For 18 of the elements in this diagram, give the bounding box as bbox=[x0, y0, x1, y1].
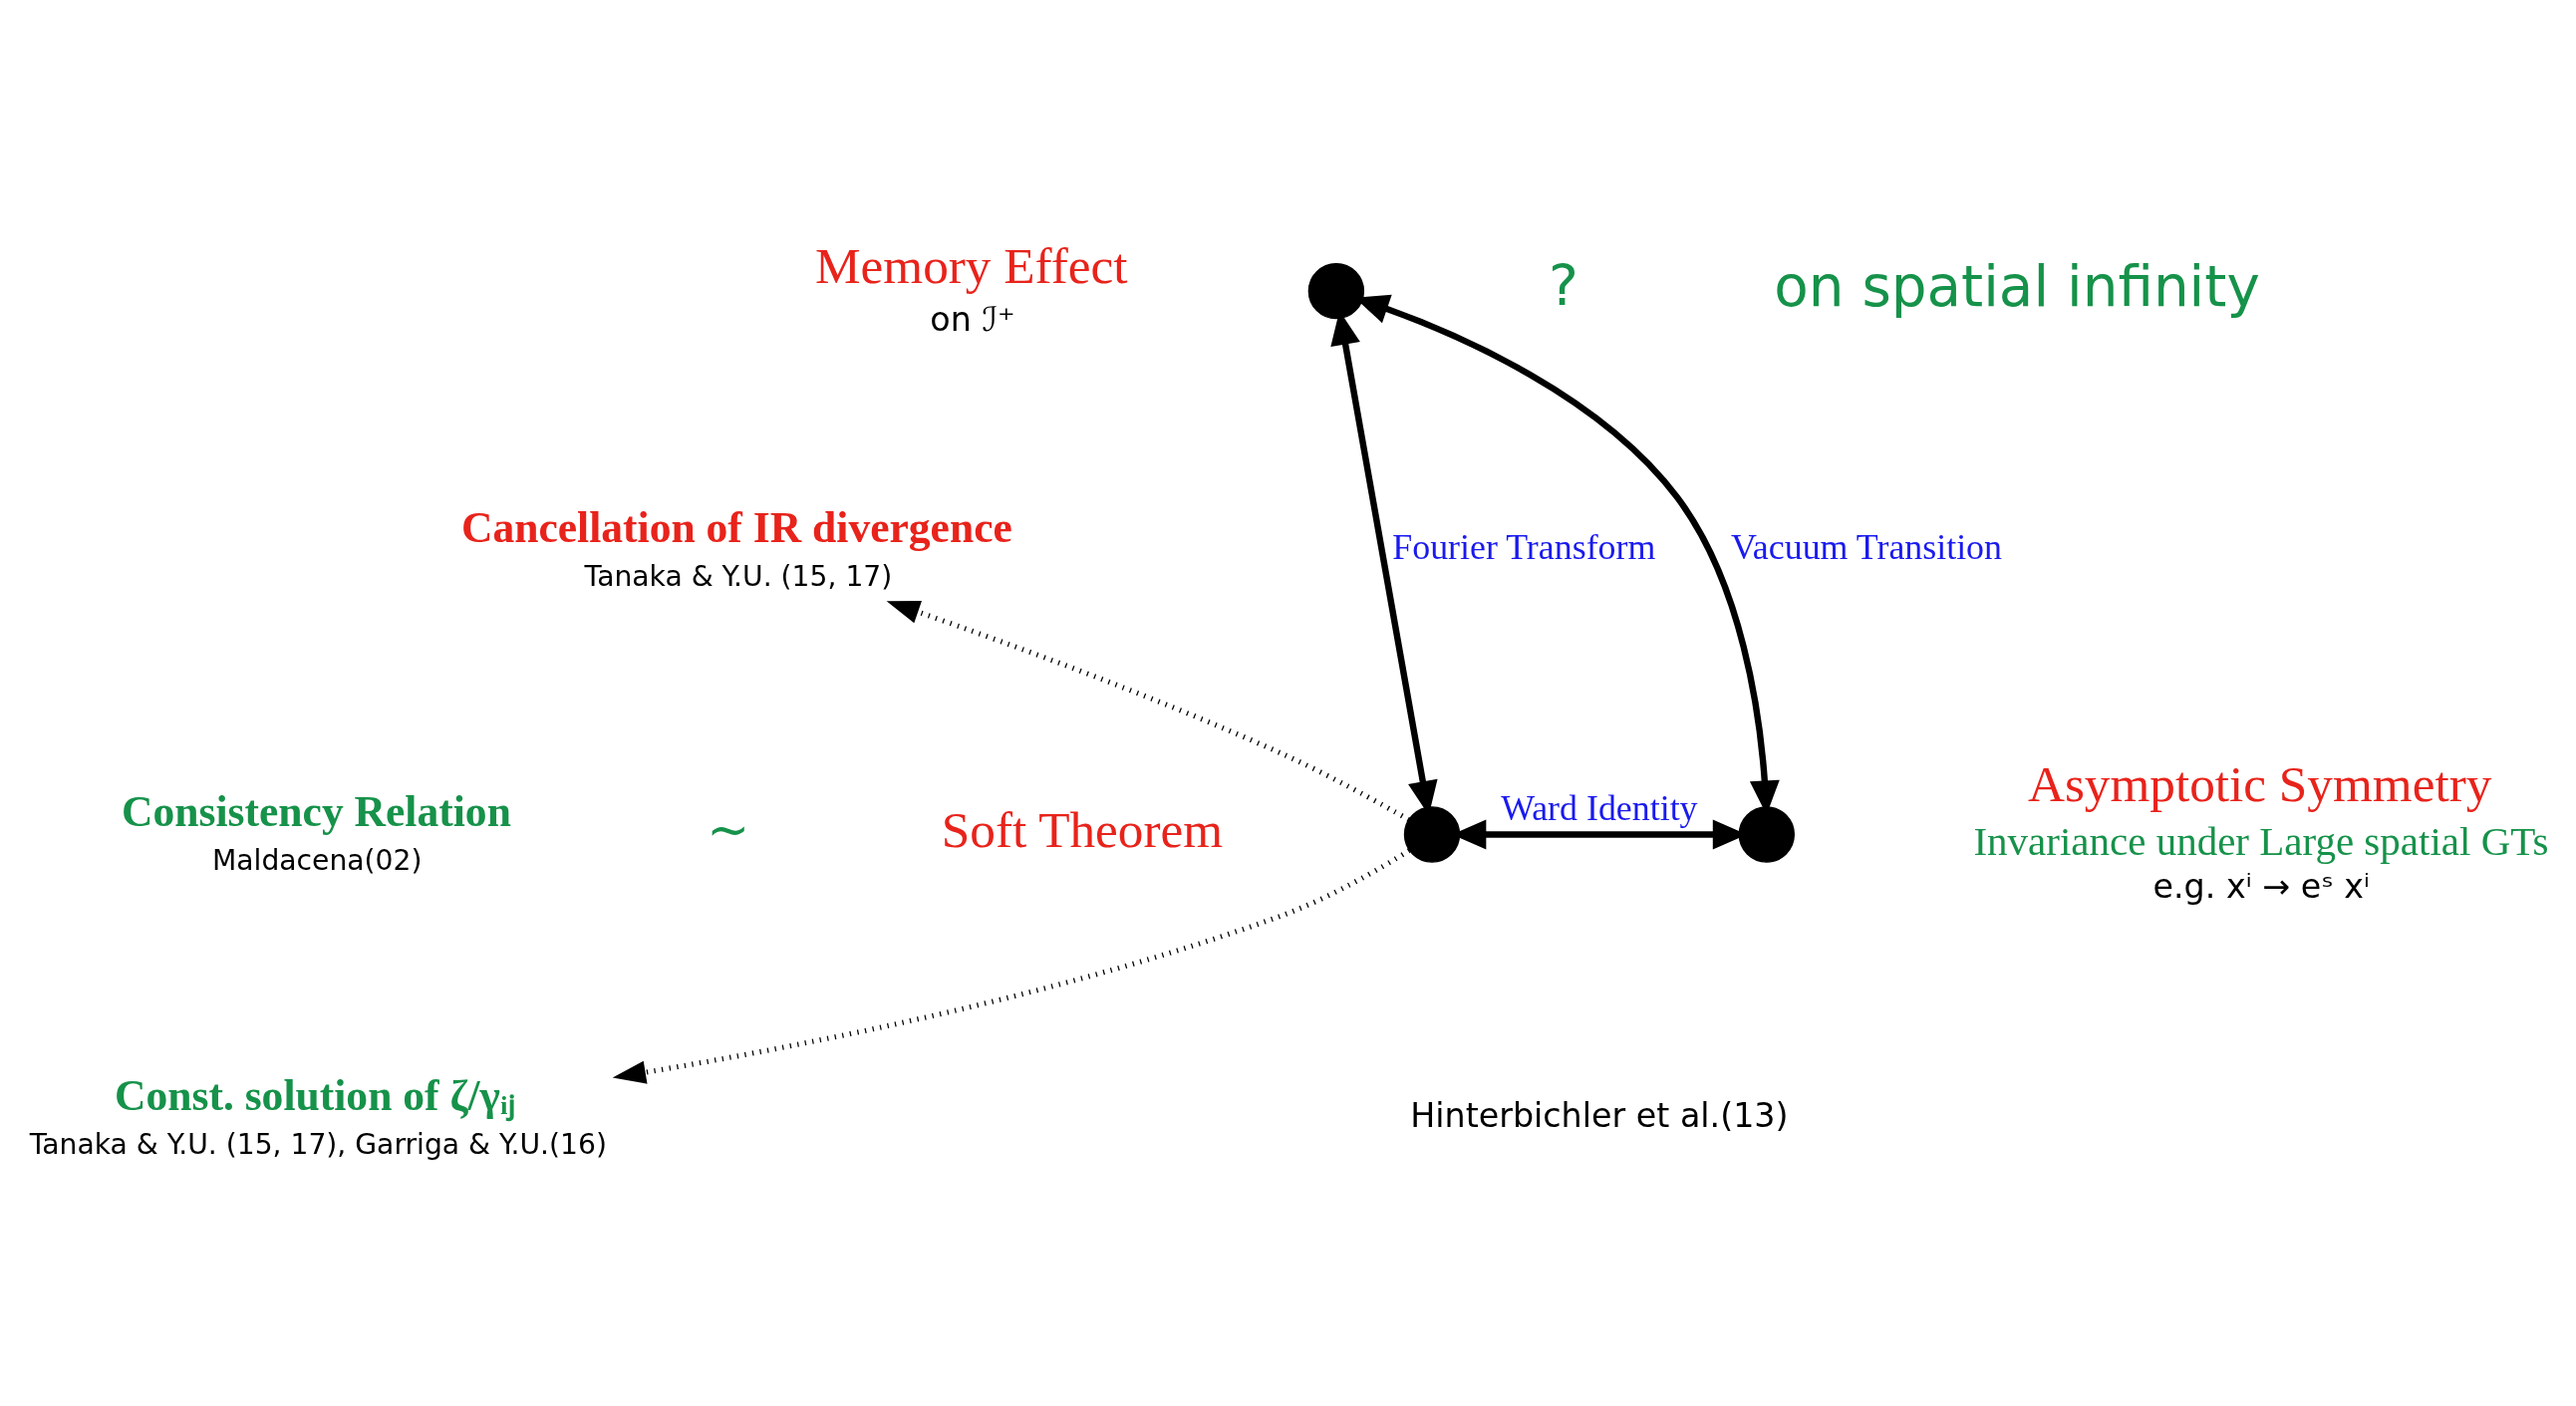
node-label: Tanaka & Y.U. (15, 17) bbox=[584, 559, 893, 593]
edge-label: Fourier Transform bbox=[1392, 527, 1656, 568]
node-label: Maldacena(02) bbox=[212, 843, 423, 877]
label: ? bbox=[1549, 253, 1578, 319]
label: on spatial infinity bbox=[1774, 253, 2260, 319]
node-text: Consistency Relation bbox=[122, 786, 511, 835]
node-label: Memory Effect bbox=[814, 237, 1128, 295]
edge-label: Ward Identity bbox=[1501, 787, 1698, 828]
node-text: Cancellation of IR divergence bbox=[460, 502, 1012, 551]
node-label: Asymptotic Symmetry bbox=[2027, 755, 2492, 813]
label: Hinterbichler et al.(13) bbox=[1410, 1095, 1789, 1135]
node-label: Soft Theorem bbox=[941, 801, 1224, 859]
edge-label: Vacuum Transition bbox=[1730, 527, 2002, 568]
node-label: on ℐ⁺ bbox=[930, 299, 1015, 339]
node-label: Tanaka & Y.U. (15, 17), Garriga & Y.U.(16) bbox=[29, 1128, 607, 1162]
node-label: e.g. xⁱ → eˢ xⁱ bbox=[2152, 867, 2370, 907]
node-label: Invariance under Large spatial GTs bbox=[1973, 817, 2549, 864]
label: ~ bbox=[707, 799, 750, 860]
